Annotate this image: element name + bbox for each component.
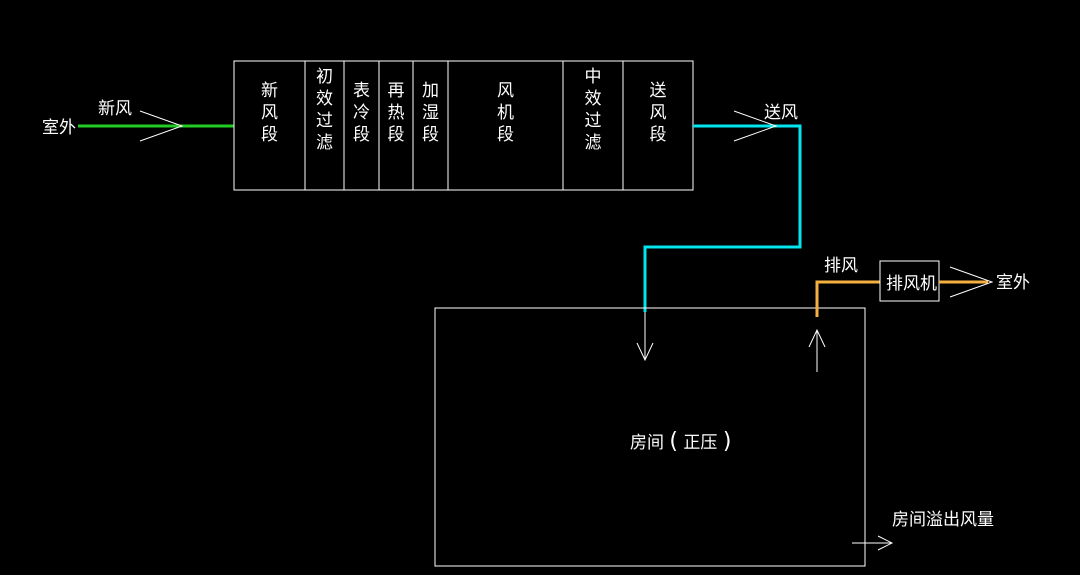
ahu-medium-filter-char: 中: [585, 67, 602, 87]
ahu-reheat-section-char: 段: [388, 125, 405, 145]
outdoor-right-label: 室外: [996, 273, 1030, 293]
ahu-primary-filter-char: 效: [316, 89, 333, 109]
exhaust-outlet-arrow: [949, 266, 994, 298]
ahu-primary-filter-char: 过: [316, 111, 333, 131]
ahu-supply-section-char: 风: [650, 103, 667, 123]
overflow-arrow-head: [877, 535, 894, 551]
exhaust-fan-label: 排风机: [886, 274, 937, 294]
exhaust-air-duct: [815, 280, 880, 317]
fresh-air-label: 新风: [98, 99, 132, 119]
ahu-supply-section-char: 段: [650, 125, 667, 145]
exhaust-up-arrow-head: [808, 328, 826, 348]
room-paren-open: (: [669, 429, 678, 454]
ahu-reheat-section-char: 再: [388, 81, 405, 101]
ahu-humidify-section-char: 湿: [422, 103, 439, 123]
fresh-air-arrow: [139, 110, 184, 142]
supply-down-arrow-head: [636, 342, 654, 362]
ahu-fresh-air-section-char: 新: [261, 81, 278, 101]
ahu-medium-filter-char: 滤: [585, 133, 602, 153]
ahu-cooling-coil-char: 段: [353, 125, 370, 145]
supply-air-label: 送风: [764, 103, 798, 123]
ahu-medium-filter-char: 过: [585, 111, 602, 131]
ahu-primary-filter-char: 滤: [316, 133, 333, 153]
ahu-medium-filter-char: 效: [585, 89, 602, 109]
ahu-reheat-section-char: 热: [388, 103, 405, 123]
ahu-fresh-air-section-char: 段: [261, 125, 278, 145]
ahu-supply-section-char: 送: [650, 81, 667, 101]
ahu-fan-section-char: 风: [497, 81, 514, 101]
supply-air-arrow: [733, 110, 778, 142]
ahu-fan-section-char: 机: [497, 103, 514, 123]
outdoor-left-label: 室外: [42, 118, 76, 138]
ahu-humidify-section-char: 加: [422, 81, 439, 101]
room-paren-close: ): [723, 429, 732, 454]
overflow-label: 房间溢出风量: [892, 510, 994, 530]
supply-air-duct: [643, 124, 802, 312]
exhaust-air-label: 排风: [824, 256, 858, 276]
ahu-primary-filter-char: 初: [316, 67, 333, 87]
ahu-cooling-coil-char: 表: [353, 81, 370, 101]
ahu-humidify-section-char: 段: [422, 125, 439, 145]
room-label: 房间 ( 正压 ): [630, 429, 731, 454]
room-name: 房间: [630, 433, 664, 453]
ahu-fan-section-char: 段: [497, 125, 514, 145]
ahu-cooling-coil-char: 冷: [353, 103, 370, 123]
room-pressure: 正压: [683, 433, 717, 453]
ahu-fresh-air-section-char: 风: [261, 103, 278, 123]
room-box: [434, 307, 866, 567]
